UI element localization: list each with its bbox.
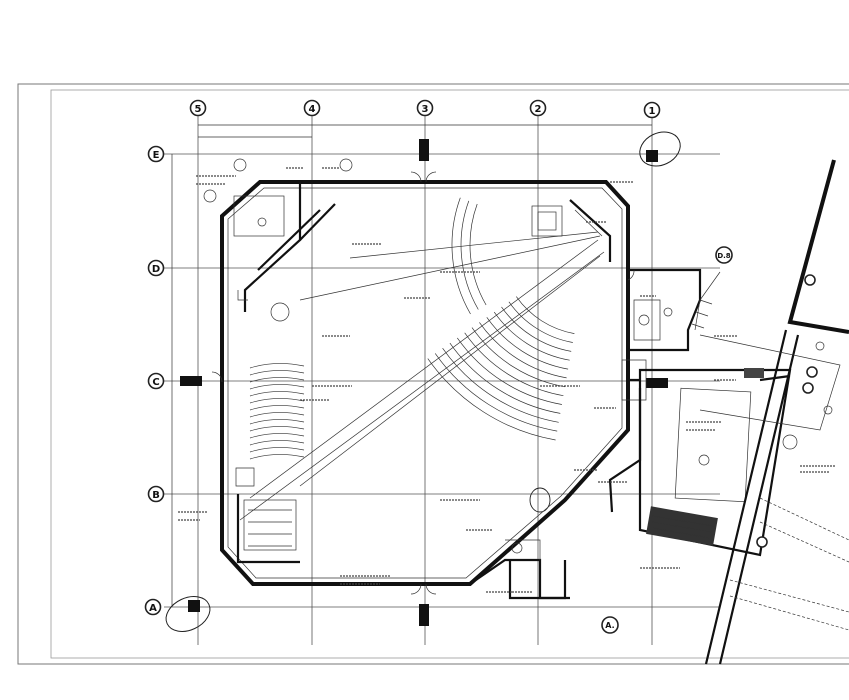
pew-row: [457, 337, 562, 405]
column-bubble-2: 2: [529, 99, 547, 117]
pew-row: [449, 342, 561, 414]
east-courtyard: [638, 368, 792, 557]
pew-row: [442, 347, 559, 423]
pew-row: [249, 377, 305, 383]
column-label: 1: [649, 106, 656, 117]
inner-building-wall: [227, 187, 623, 579]
pew-row: [501, 306, 572, 352]
pew-row: [249, 370, 305, 376]
pew-row: [249, 398, 305, 404]
pew-row: [464, 332, 564, 397]
column-label: 4: [309, 104, 316, 115]
pew-row: [249, 454, 305, 460]
pew-row: [249, 426, 305, 432]
sheet-outer-border: [17, 83, 849, 665]
pew-row: [471, 327, 566, 388]
row-label: A: [149, 603, 157, 614]
pew-row: [427, 358, 556, 441]
hatched-step: [646, 506, 718, 546]
south-rooms: [469, 539, 570, 600]
sw-booth: [235, 467, 300, 564]
row-label: B: [152, 490, 160, 501]
column-bubble-1: 1: [643, 101, 661, 119]
row-bubble-a: A: [144, 598, 162, 616]
door-swings: [211, 171, 635, 595]
column-label: 5: [195, 104, 202, 115]
pew-row: [469, 203, 487, 306]
markup-ellipse-top-right: [639, 131, 681, 167]
pew-row: [516, 296, 575, 334]
pew-row: [434, 353, 558, 432]
pew-row: [508, 301, 573, 343]
row-bubble-e: E: [147, 145, 165, 163]
aux-bubble-d8: D.8: [715, 246, 733, 264]
column-label: 2: [535, 104, 542, 115]
sightlines: [239, 231, 605, 521]
column-bubble-3: 3: [416, 99, 434, 117]
aux-bubble-label: A.: [605, 621, 614, 630]
pew-row: [249, 384, 305, 390]
structural-columns: [180, 139, 668, 626]
pew-row: [249, 391, 305, 397]
column-label: 3: [422, 104, 429, 115]
ne-service-block: [531, 199, 612, 262]
sheet-inner-border: [50, 89, 849, 659]
pew-row: [451, 197, 471, 315]
aux-bubble-a: A.: [601, 616, 619, 634]
pew-row: [249, 419, 305, 425]
column-bubble-4: 4: [303, 99, 321, 117]
pew-row: [460, 200, 479, 310]
row-label: C: [152, 377, 159, 388]
nw-room-walls: [203, 158, 353, 322]
pew-row: [249, 433, 305, 439]
column-bubble-5: 5: [189, 99, 207, 117]
row-bubble-d: D: [147, 259, 165, 277]
east-neighbor-wing: [691, 159, 849, 665]
east-markers: [756, 274, 818, 548]
row-bubble-c: C: [147, 372, 165, 390]
pew-row: [486, 317, 569, 370]
east-annex: [608, 268, 702, 513]
left-seating-block: [249, 363, 305, 460]
annotation-notes: [178, 167, 836, 593]
markup-ellipse-bottom-left: [165, 596, 211, 632]
pew-row: [249, 405, 305, 411]
pew-row: [249, 447, 305, 453]
pew-row: [249, 363, 305, 369]
pew-row: [493, 311, 570, 361]
pew-row: [249, 412, 305, 418]
seating-pews: [427, 197, 575, 441]
hatched-vent: [744, 368, 764, 378]
aux-bubble-label: D.8: [717, 252, 730, 260]
row-label: D: [152, 264, 160, 275]
pew-row: [479, 322, 567, 379]
markup-ellipse-aisle: [529, 487, 551, 513]
main-building-wall: [220, 180, 630, 586]
row-label: E: [153, 150, 160, 161]
pew-row: [249, 440, 305, 446]
row-bubble-b: B: [147, 485, 165, 503]
